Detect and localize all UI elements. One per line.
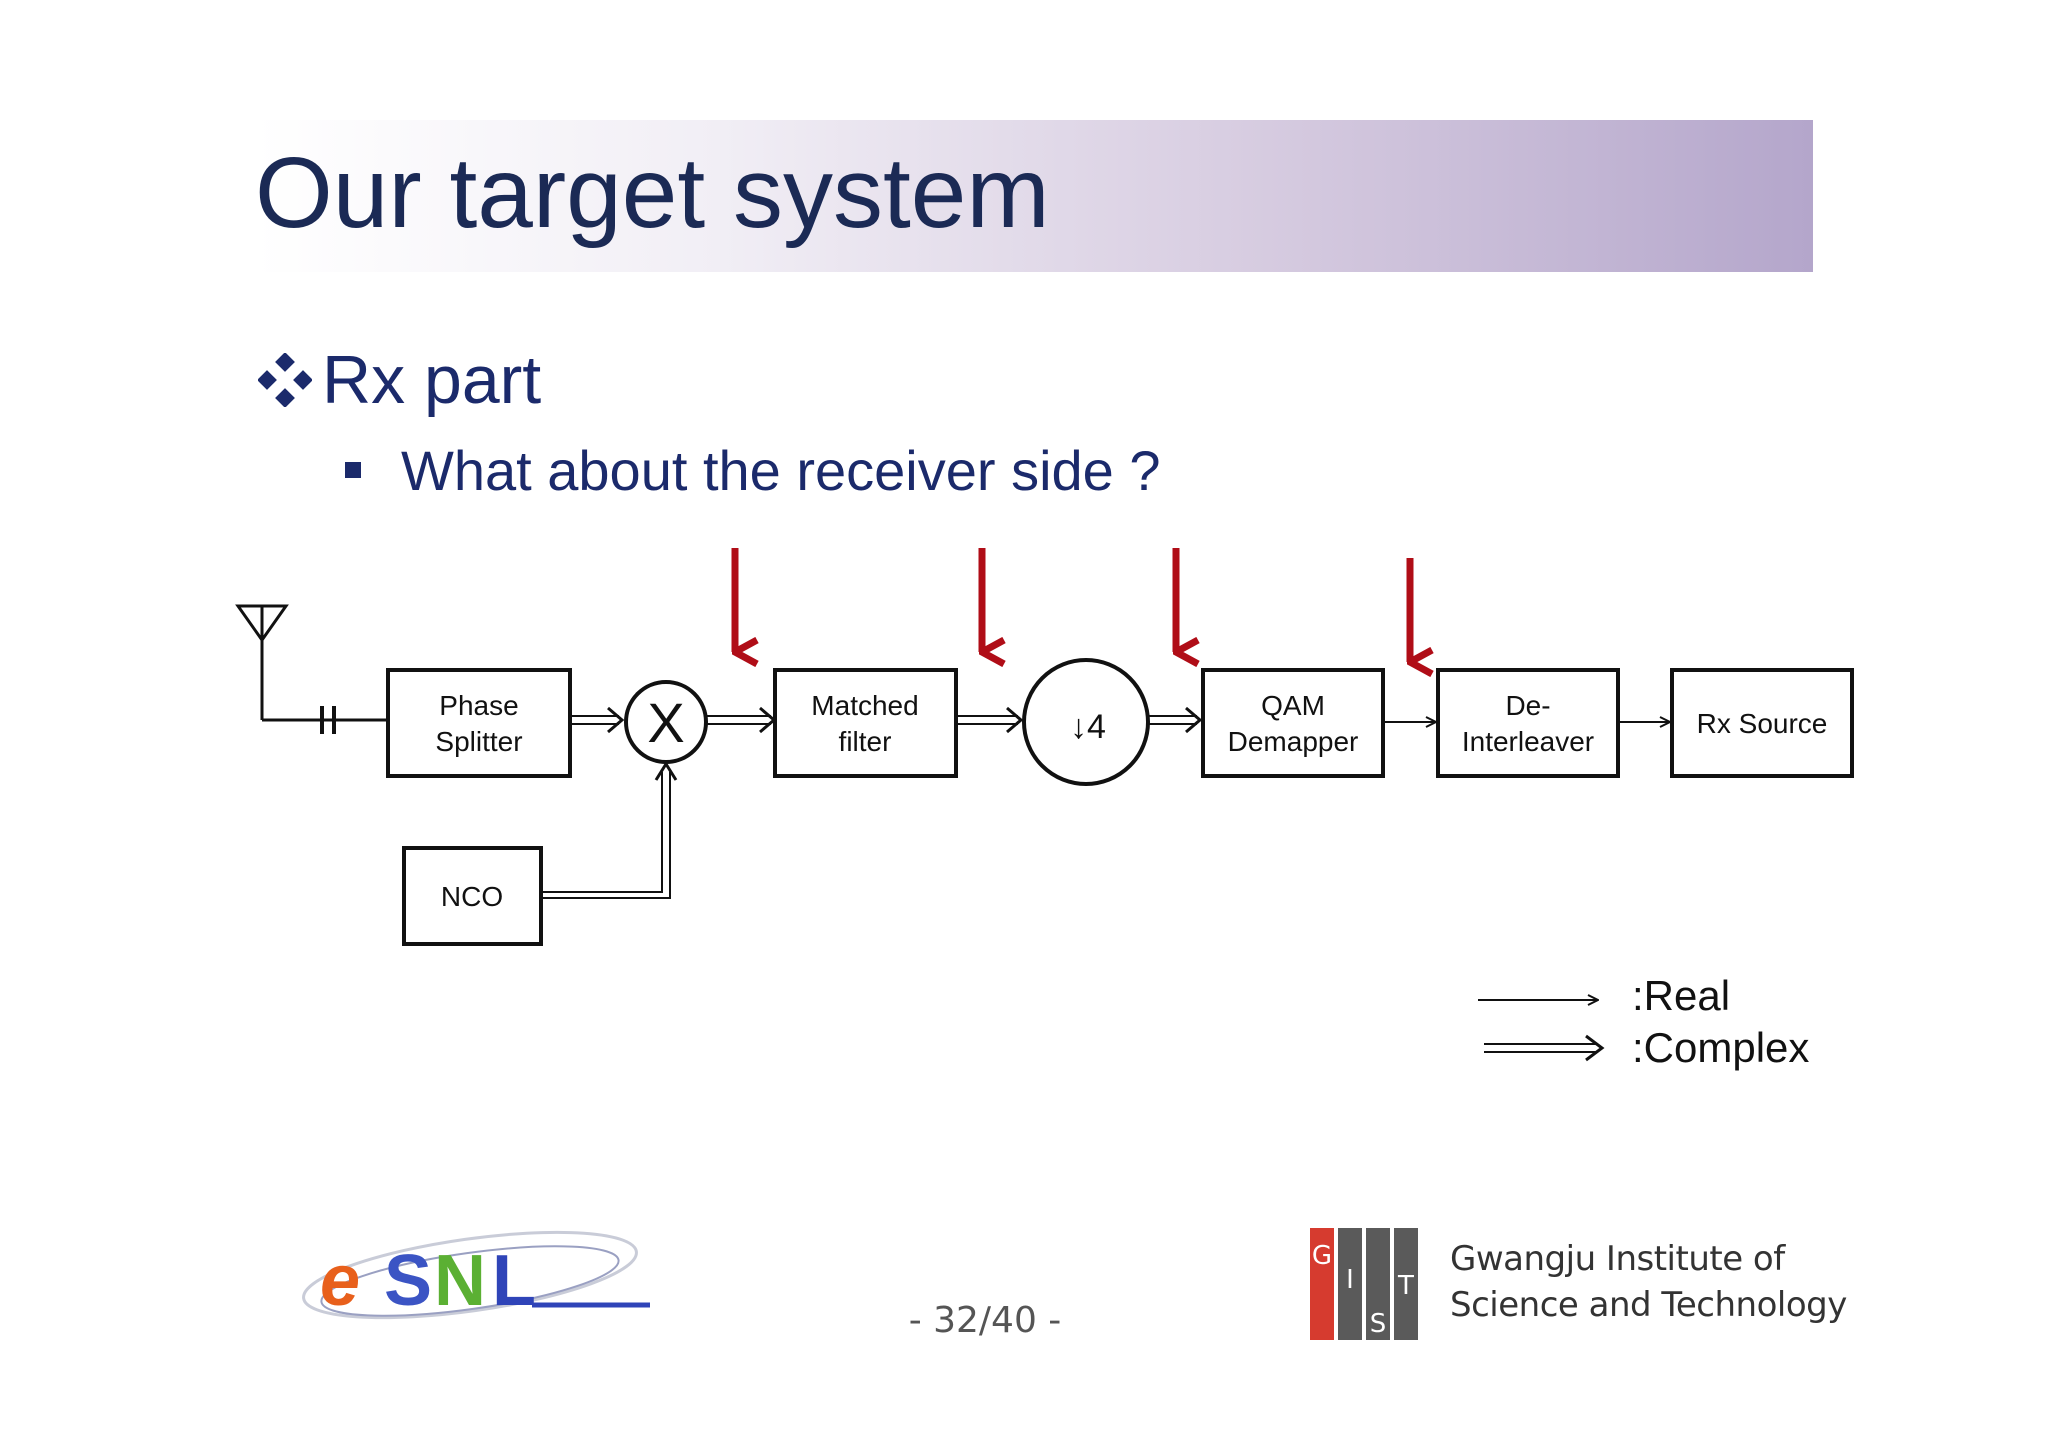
svg-text:S: S [1370,1309,1387,1339]
legend-real-label: :Real [1632,972,1730,1019]
deinterleaver-label-line1: De- [1505,690,1550,721]
complex-signal-arrow [1148,706,1203,734]
bullet-level1-text: Rx part [322,342,542,418]
qam-demapper-block: QAM Demapper [1201,668,1385,778]
legend-complex-label: :Complex [1632,1024,1809,1071]
gist-name: Gwangju Institute of Science and Technol… [1450,1236,1847,1328]
square-bullet-icon [345,462,361,478]
page-number: - 32/40 - [908,1300,1062,1341]
svg-text:I: I [1346,1265,1354,1295]
svg-text:N: N [434,1241,486,1321]
bullet-level2-text: What about the receiver side ? [401,438,1161,502]
downsample-label: ↓4 [1070,708,1106,746]
nco-to-mixer-arrow [541,761,678,899]
nco-block: NCO [402,846,543,946]
phase-splitter-block: Phase Splitter [386,668,572,778]
four-diamond-bullet-icon [258,353,312,407]
qam-demapper-label-line1: QAM [1261,690,1325,721]
mixer-block: X [624,680,708,764]
svg-text:T: T [1397,1271,1414,1301]
nco-label: NCO [441,881,503,912]
gist-logo: G I S T [1310,1228,1418,1340]
downsample-by-4-block: ↓4 [1022,658,1150,786]
matched-filter-block: Matched filter [773,668,958,778]
matched-filter-label-line2: filter [839,726,892,757]
complex-signal-arrow [956,706,1024,734]
svg-text:S: S [384,1241,432,1321]
gist-name-line1: Gwangju Institute of [1450,1239,1785,1279]
antenna-icon [235,604,388,734]
csnl-logo: e S N L [302,1230,650,1321]
svg-text:L: L [492,1241,536,1321]
rx-source-block: Rx Source [1670,668,1854,778]
matched-filter-label-line1: Matched [811,690,918,721]
svg-text:e: e [320,1241,360,1321]
bullet-level1: Rx part [258,340,541,420]
mixer-symbol: X [647,691,684,754]
phase-splitter-label-line1: Phase [439,690,518,721]
gist-name-line2: Science and Technology [1450,1285,1847,1325]
title-banner [255,120,1813,272]
svg-text:G: G [1312,1241,1332,1271]
complex-signal-arrow [706,706,777,734]
slide-title: Our target system [255,137,1050,249]
bullet-level2: What about the receiver side ? [345,435,1161,505]
legend: :Real :Complex [1478,972,1809,1071]
rx-source-label: Rx Source [1697,708,1828,739]
qam-demapper-label-line2: Demapper [1228,726,1359,757]
phase-splitter-label-line2: Splitter [435,726,522,757]
legend-complex-arrow [1484,1034,1605,1062]
deinterleaver-label-line2: Interleaver [1462,726,1594,757]
deinterleaver-block: De- Interleaver [1436,668,1620,778]
complex-signal-arrow [570,706,625,734]
